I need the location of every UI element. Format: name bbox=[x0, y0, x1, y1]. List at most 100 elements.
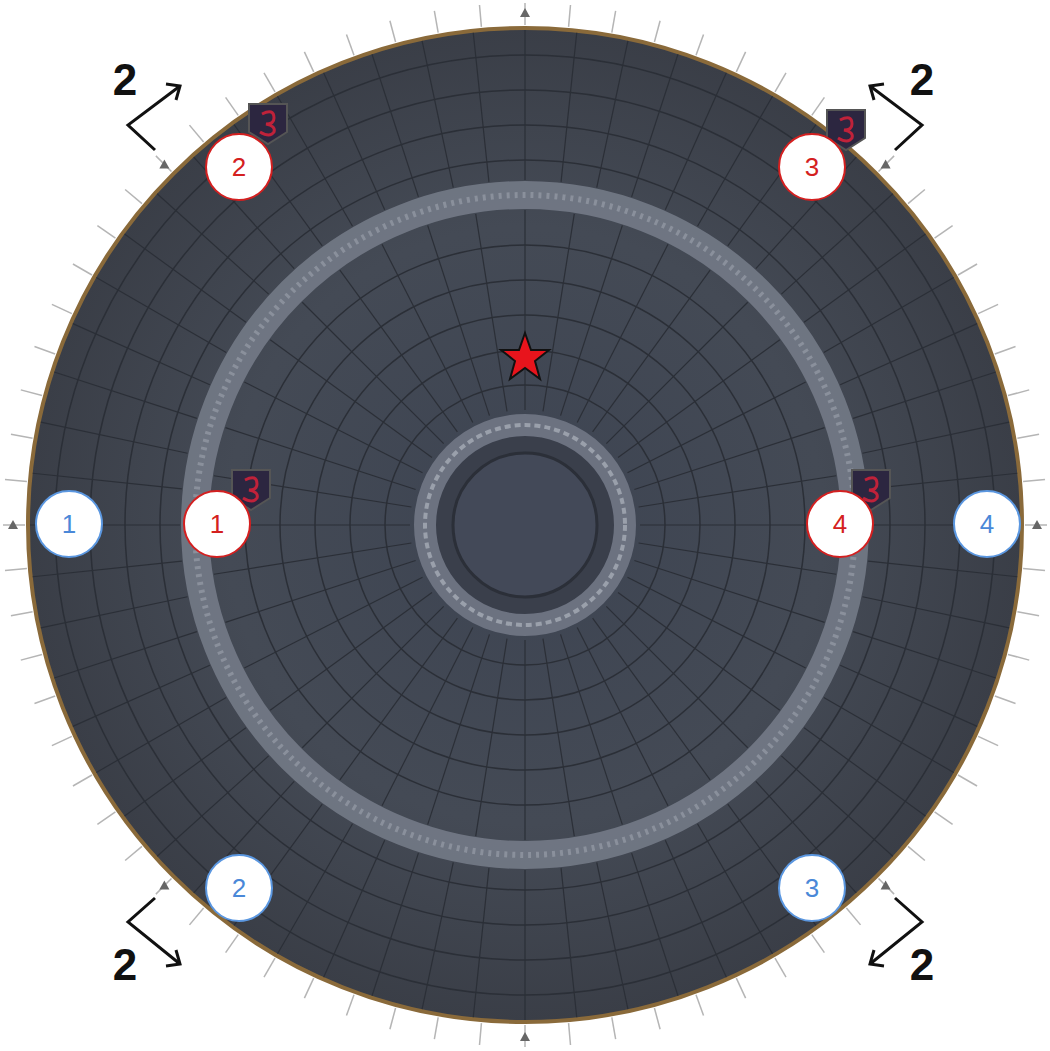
tick bbox=[1008, 654, 1029, 660]
boss-star bbox=[501, 333, 549, 379]
center-disc bbox=[453, 453, 597, 597]
tick bbox=[1017, 612, 1039, 616]
tick bbox=[958, 264, 977, 275]
melee-position-circle: 3 bbox=[778, 133, 846, 201]
tile-line bbox=[476, 214, 507, 412]
tick bbox=[569, 5, 571, 27]
tile-line bbox=[125, 234, 246, 322]
tick bbox=[264, 958, 275, 977]
tile-line bbox=[382, 244, 473, 422]
tile-line bbox=[214, 543, 412, 574]
tile-line bbox=[824, 698, 954, 773]
tile-line bbox=[524, 30, 525, 180]
tick bbox=[480, 5, 482, 27]
tile-line bbox=[639, 476, 837, 507]
position-number: 2 bbox=[232, 154, 246, 180]
tick bbox=[304, 978, 313, 998]
tick bbox=[434, 11, 438, 33]
tile-line bbox=[278, 824, 353, 954]
tile-line bbox=[473, 33, 489, 182]
tick bbox=[978, 736, 998, 745]
circle-shape bbox=[36, 491, 102, 557]
tick bbox=[569, 1023, 571, 1045]
tick bbox=[264, 73, 275, 92]
position-number: 4 bbox=[833, 511, 847, 537]
tile-line bbox=[632, 853, 678, 996]
tile-line bbox=[593, 270, 711, 432]
tick bbox=[73, 264, 92, 275]
position-number: 1 bbox=[210, 511, 224, 537]
tile-ring bbox=[125, 125, 925, 925]
tile-line bbox=[577, 627, 668, 805]
position-number: 3 bbox=[805, 154, 819, 180]
melee-position-circle: 2 bbox=[205, 133, 273, 201]
stone-ring bbox=[195, 195, 855, 855]
tile-line bbox=[428, 634, 490, 824]
position-number: 3 bbox=[805, 875, 819, 901]
tile-line bbox=[804, 234, 925, 322]
tick bbox=[995, 346, 1016, 354]
tile-line bbox=[324, 840, 385, 977]
tile-line bbox=[597, 41, 628, 188]
tick bbox=[935, 812, 953, 825]
tick bbox=[390, 21, 396, 42]
ranged-position-circle: 4 bbox=[953, 490, 1021, 558]
marker-triangle bbox=[520, 8, 530, 17]
stone-ring-texture bbox=[195, 195, 855, 855]
melee-position-circle: 4 bbox=[806, 490, 874, 558]
tile-line bbox=[781, 756, 892, 856]
tile-line bbox=[639, 543, 837, 574]
tick bbox=[21, 654, 42, 660]
tile-line bbox=[840, 665, 977, 726]
circle-shape bbox=[779, 855, 845, 921]
tile-line bbox=[33, 473, 182, 489]
tick bbox=[304, 52, 313, 72]
tile-line bbox=[340, 618, 458, 780]
tick bbox=[908, 846, 925, 860]
circle-shape bbox=[206, 134, 272, 200]
tick bbox=[34, 346, 55, 354]
tile-ring bbox=[90, 90, 960, 960]
tile-line bbox=[862, 597, 1009, 628]
tile-line bbox=[804, 728, 925, 816]
tick bbox=[125, 189, 142, 203]
tile-line bbox=[270, 340, 432, 458]
tile-line bbox=[543, 214, 574, 412]
tile-line bbox=[422, 41, 453, 188]
tile-line bbox=[618, 593, 780, 711]
melee-position-circle: 1 bbox=[183, 490, 251, 558]
tick bbox=[812, 97, 825, 115]
tile-line bbox=[781, 194, 892, 294]
circle-shape bbox=[184, 491, 250, 557]
circle-shape bbox=[779, 134, 845, 200]
tick bbox=[1023, 480, 1045, 482]
tick bbox=[189, 125, 203, 142]
tick bbox=[97, 226, 115, 239]
tick bbox=[879, 156, 895, 172]
tile-line bbox=[561, 634, 623, 824]
marker-triangle bbox=[881, 159, 891, 168]
tile-line bbox=[324, 73, 385, 210]
tick bbox=[5, 480, 27, 482]
tick bbox=[978, 304, 998, 313]
tile-line bbox=[634, 428, 824, 490]
tile-line bbox=[41, 422, 188, 453]
ornate-ring bbox=[425, 425, 625, 625]
tile-line bbox=[665, 840, 726, 977]
tile-line bbox=[428, 225, 490, 415]
tile-line bbox=[33, 561, 182, 577]
tick bbox=[696, 995, 704, 1016]
tick bbox=[11, 434, 33, 438]
tick bbox=[812, 935, 825, 953]
tile-line bbox=[618, 340, 780, 458]
tick bbox=[11, 612, 33, 616]
tick bbox=[97, 812, 115, 825]
tick bbox=[434, 1017, 438, 1039]
tick bbox=[189, 908, 203, 925]
tick bbox=[73, 775, 92, 786]
tile-line bbox=[476, 639, 507, 837]
tick bbox=[696, 34, 704, 55]
marker-triangle bbox=[8, 520, 18, 529]
tile-line bbox=[41, 597, 188, 628]
tick bbox=[5, 569, 27, 571]
